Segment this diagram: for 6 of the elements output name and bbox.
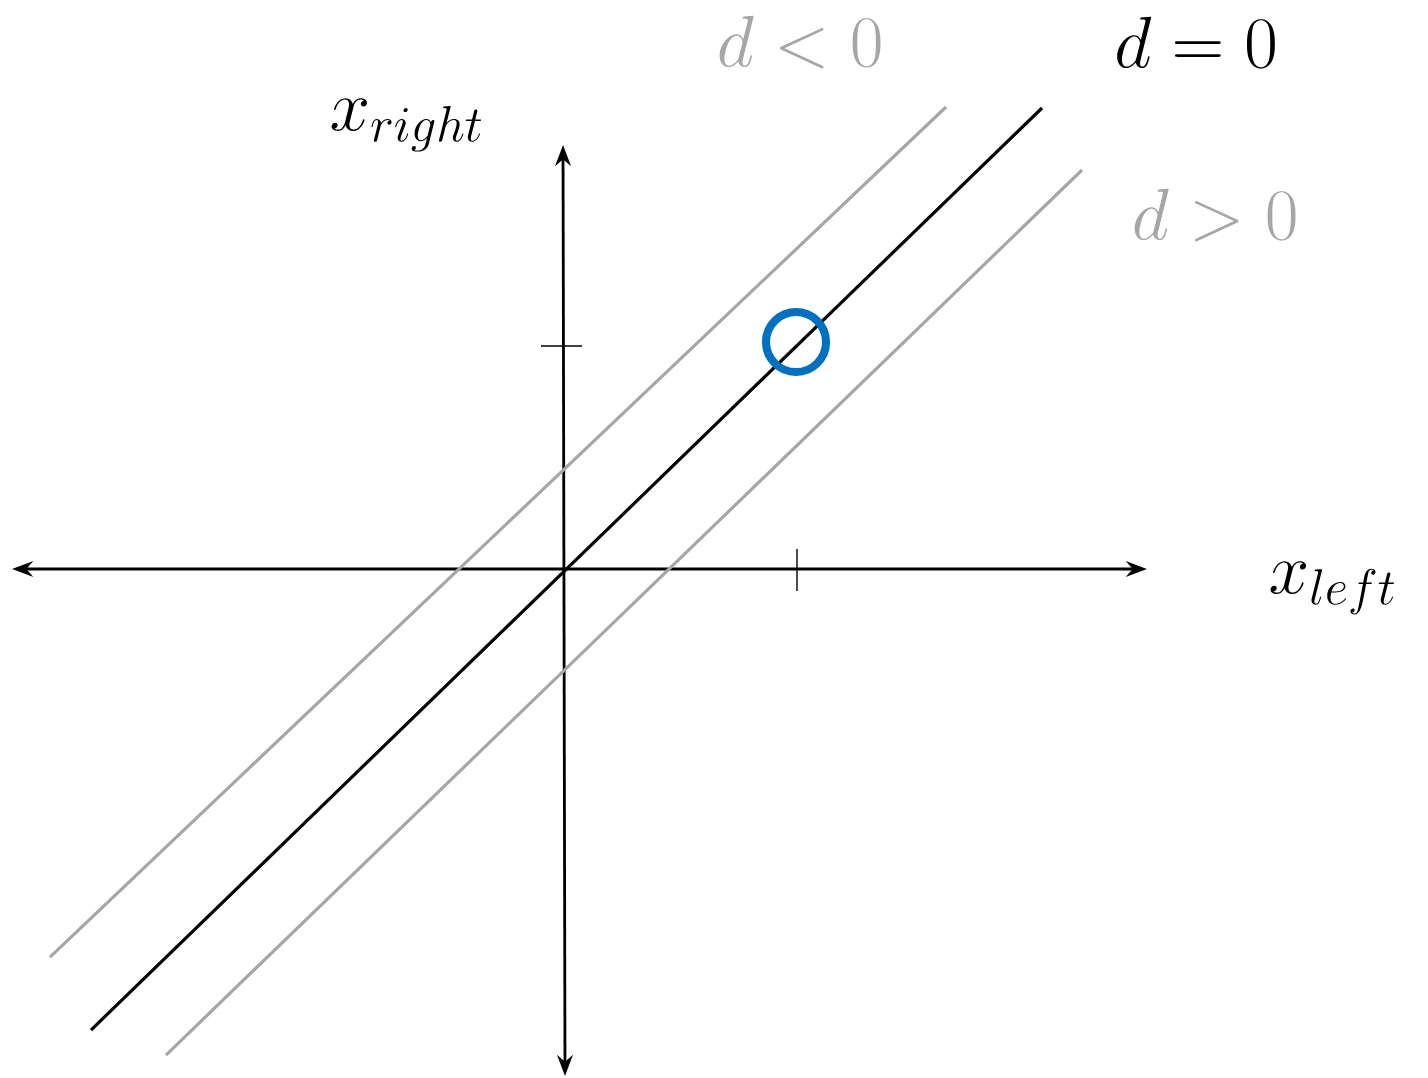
- line-label: $d = 0$: [1117, 16, 1275, 69]
- axis-label: $x_{left}$: [1270, 561, 1394, 615]
- circle-marker: [761, 307, 831, 377]
- region-label: $d > 0$: [1134, 188, 1296, 242]
- axis-label: $x_{right}$: [331, 98, 482, 152]
- region-label: $d < 0$: [719, 15, 881, 69]
